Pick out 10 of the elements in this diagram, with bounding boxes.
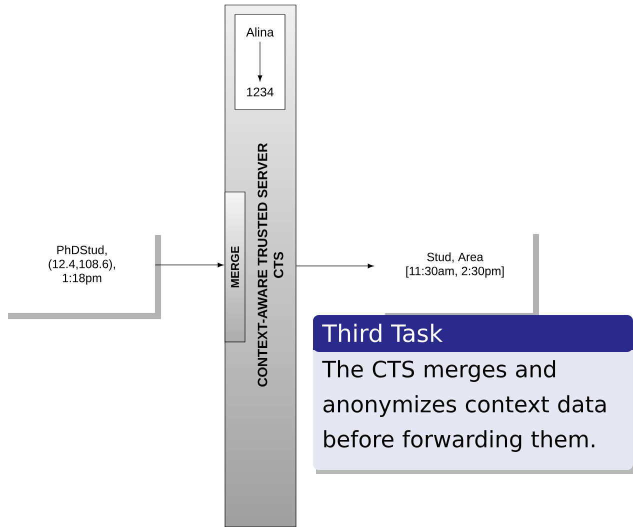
label-text: 1234 bbox=[247, 88, 274, 96]
task-callout: Third Task The CTS merges and anonymizes context data before forwarding them. bbox=[313, 315, 633, 474]
mapping-box bbox=[234, 14, 286, 110]
data-text: Stud, Area [11:30am, 2:30pm] bbox=[406, 252, 504, 278]
arrow bbox=[296, 264, 374, 268]
data-text: PhDStud, (12.4,108.6), 1:18pm bbox=[48, 245, 115, 285]
merge-box: MERGE bbox=[224, 192, 246, 342]
arrow bbox=[154, 262, 224, 268]
arrow bbox=[258, 41, 262, 82]
label-text: Alina bbox=[246, 27, 274, 37]
